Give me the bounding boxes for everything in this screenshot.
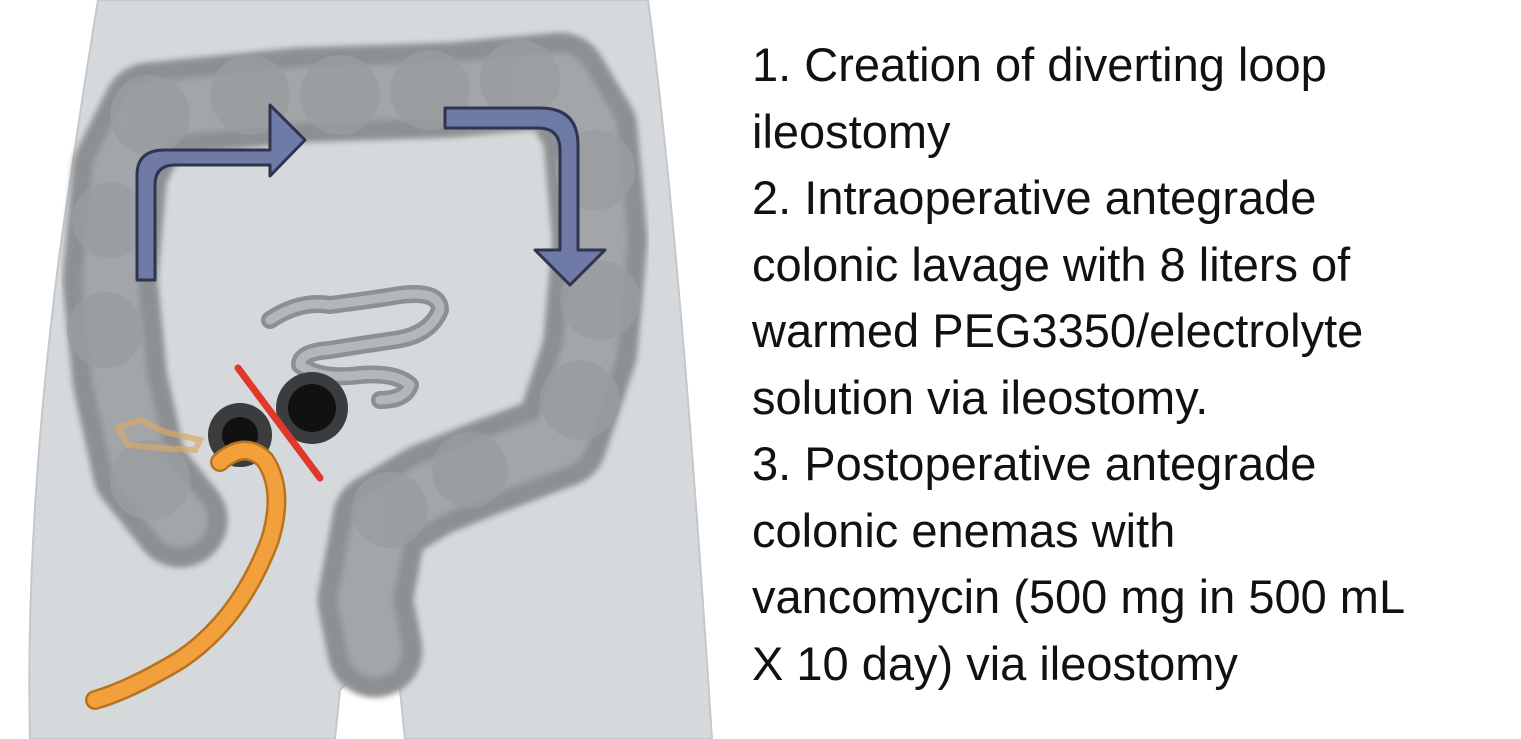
step-3-line-1: 3. Postoperative antegrade xyxy=(752,437,1317,490)
step-1: 1. Creation of diverting loop ileostomy xyxy=(752,32,1512,165)
step-3-line-4: X 10 day) via ileostomy xyxy=(752,636,1238,690)
division-mark-icon xyxy=(234,364,324,482)
step-1-line-2: ileostomy xyxy=(752,104,951,158)
appendix xyxy=(113,416,205,454)
step-2-line-4: solution via ileostomy. xyxy=(752,370,1209,424)
procedure-steps: 1. Creation of diverting loop ileostomy … xyxy=(752,32,1512,697)
flow-arrow-right-icon xyxy=(135,103,307,282)
step-1-line-1: 1. Creation of diverting loop xyxy=(752,38,1327,91)
step-2-line-2: colonic lavage with 8 liters of xyxy=(752,237,1351,291)
step-2-line-3: warmed PEG3350/electrolyte xyxy=(752,304,1364,357)
step-3-line-2: colonic enemas with xyxy=(752,503,1176,557)
step-2: 2. Intraoperative antegrade colonic lava… xyxy=(752,165,1512,431)
step-3-line-3: vancomycin (500 mg in 500 mL xyxy=(752,570,1406,623)
colon-illustration xyxy=(28,0,714,739)
step-3: 3. Postoperative antegrade colonic enema… xyxy=(752,431,1512,697)
step-2-line-1: 2. Intraoperative antegrade xyxy=(752,171,1317,224)
flow-arrow-down-icon xyxy=(443,106,607,287)
